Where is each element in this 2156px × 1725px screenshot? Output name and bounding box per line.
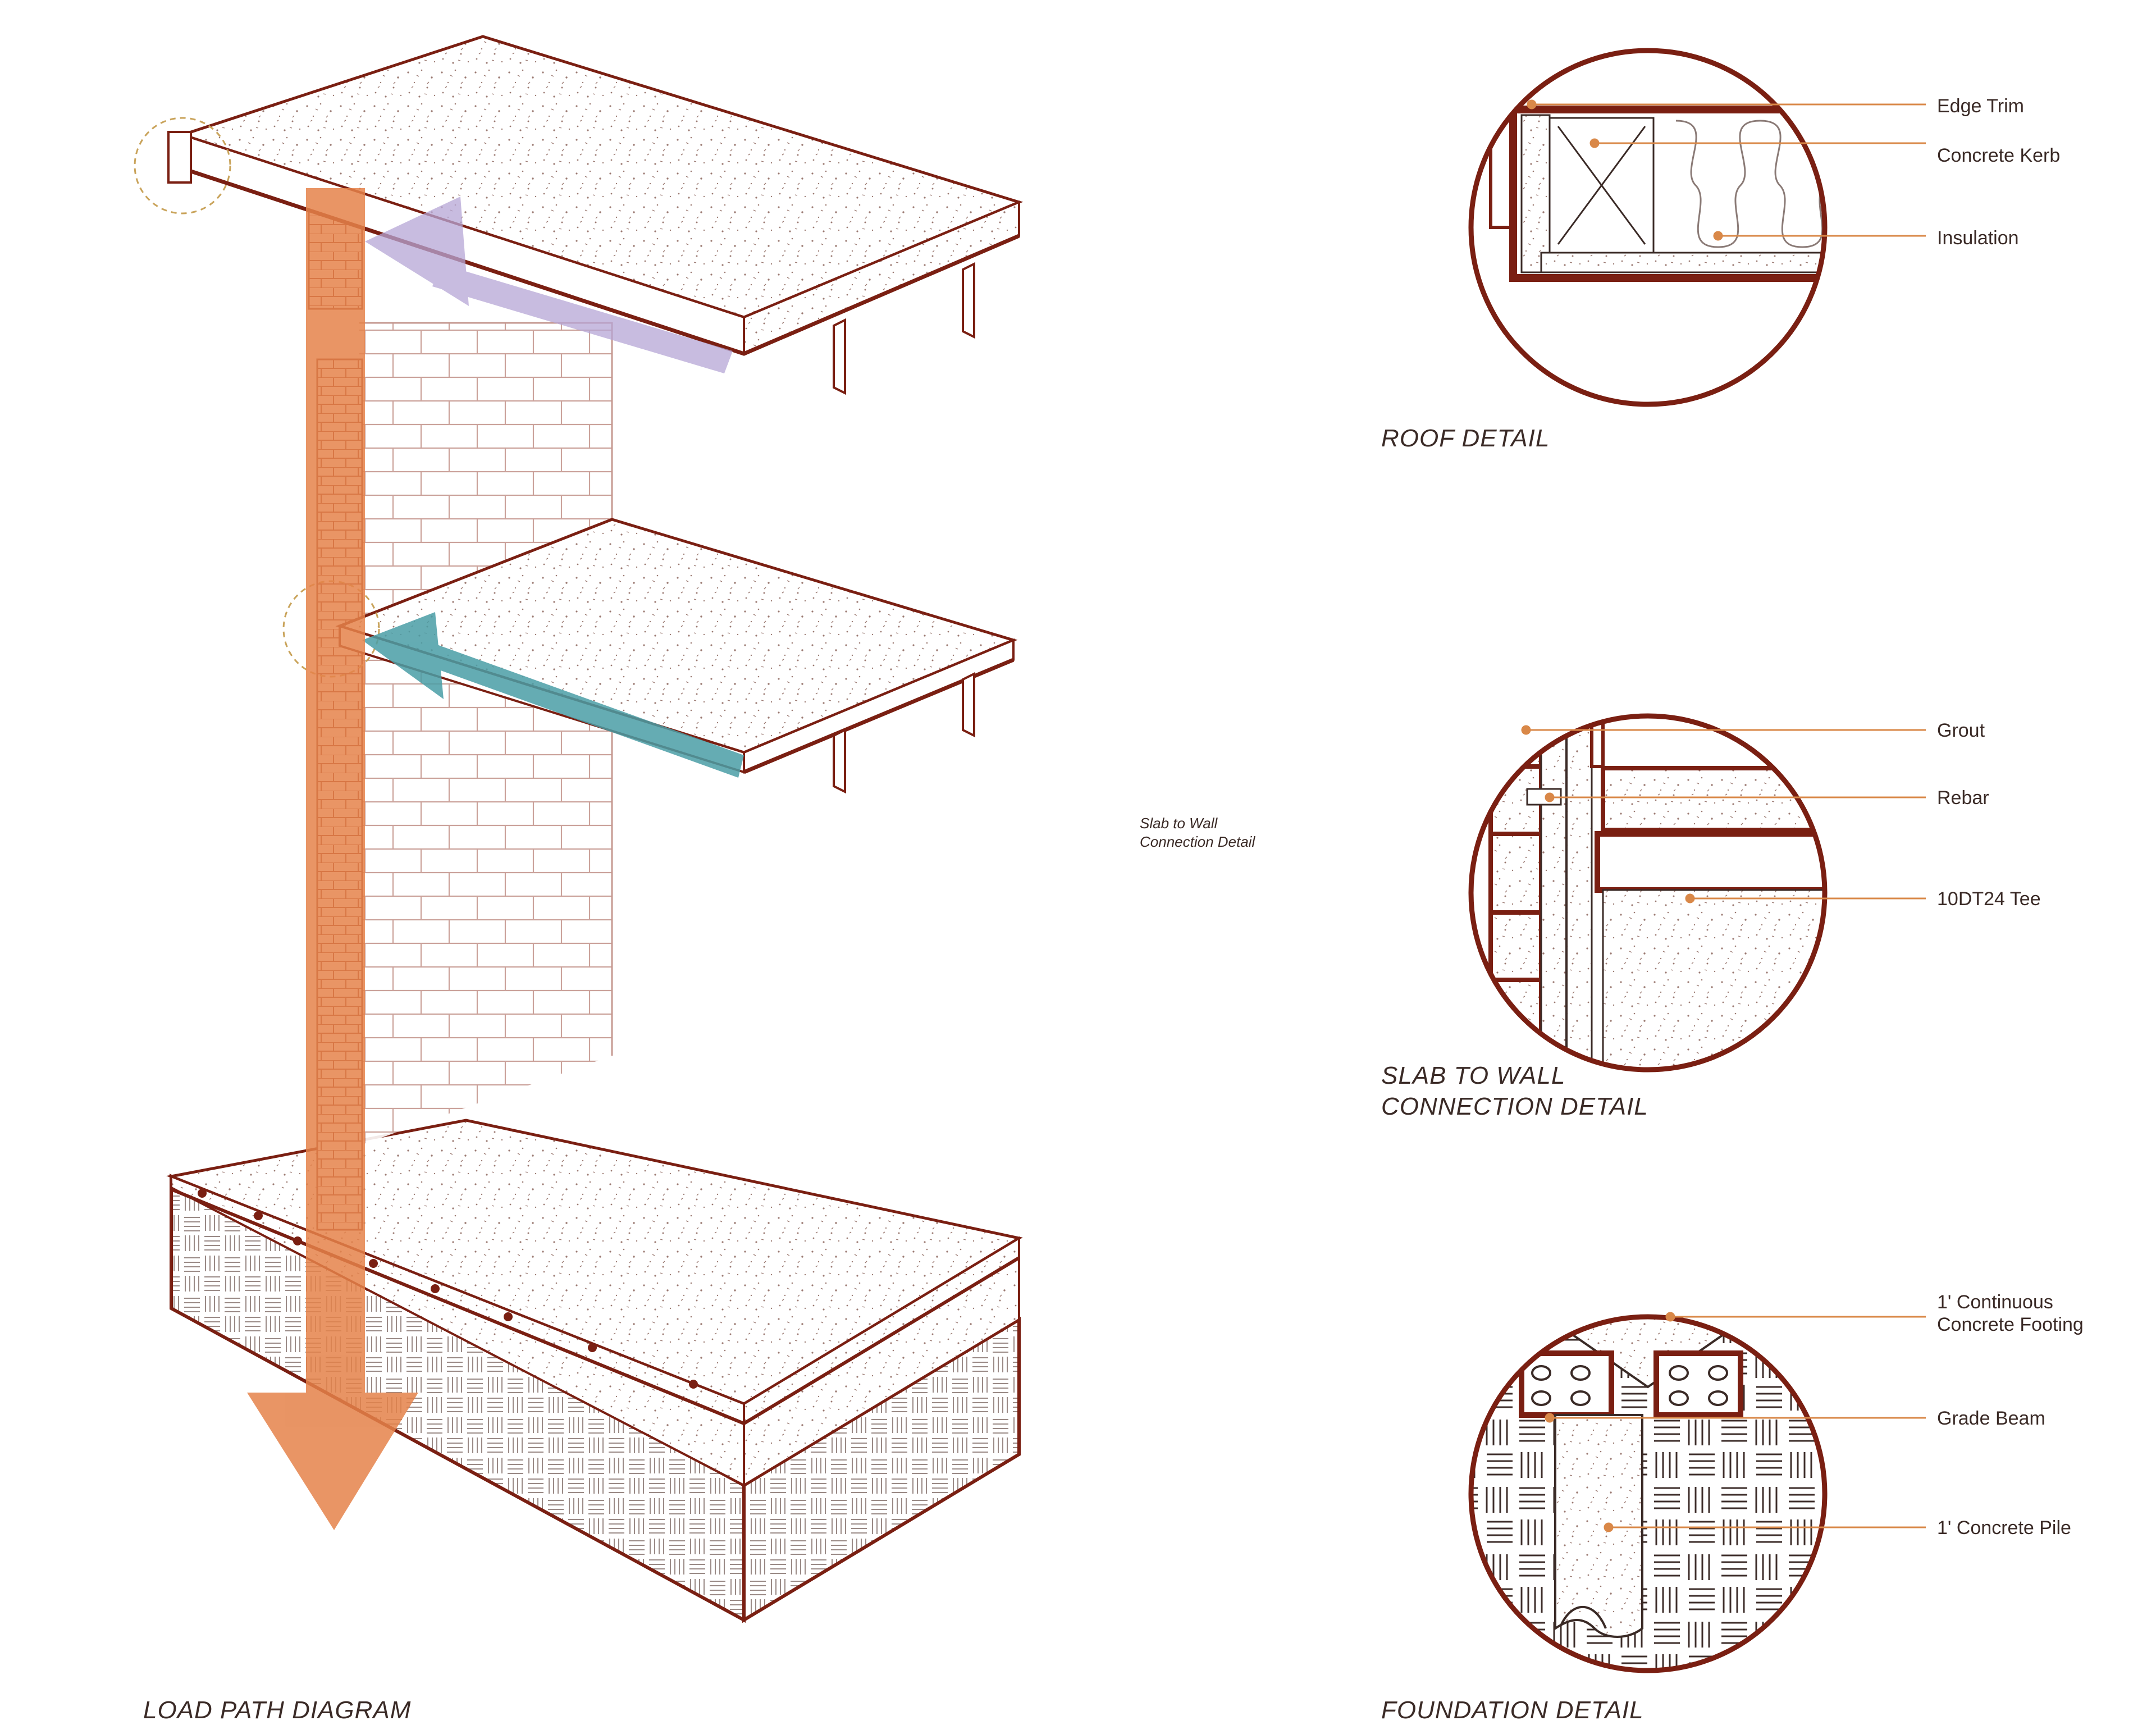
- insulation-batt: [1675, 120, 1825, 248]
- label-rebar: Rebar: [1937, 787, 1989, 809]
- cmu-wall: [1488, 716, 1543, 1061]
- slab-note: Slab to Wall Connection Detail: [1140, 815, 1255, 850]
- label-insulation: Insulation: [1937, 227, 2019, 249]
- roof-tee-stem-2: [962, 262, 975, 339]
- label-grout: Grout: [1937, 720, 1985, 741]
- grade-beam-left: [1519, 1350, 1614, 1418]
- label-grade-beam: Grade Beam: [1937, 1408, 2045, 1429]
- tee-stem-1: [833, 728, 846, 794]
- grade-beam-dots: [198, 1189, 698, 1389]
- slab-detail-title-line2: CONNECTION DETAIL: [1381, 1093, 1648, 1120]
- slab-detail-title-line1: SLAB TO WALL: [1381, 1062, 1565, 1089]
- load-path-title: LOAD PATH DIAGRAM: [143, 1696, 411, 1724]
- roof-slab-outline: [1509, 106, 1825, 282]
- brick-wall-back: [359, 323, 612, 1146]
- continuous-footing: [1506, 1317, 1789, 1389]
- double-tee-flange: [1595, 831, 1825, 893]
- label-double-tee: 10DT24 Tee: [1937, 888, 2041, 910]
- roof-detail-marker: [134, 117, 231, 215]
- roof-edge-trim: [167, 131, 192, 184]
- slab-to-wall-detail: Grout Rebar 10DT24 Tee SLAB TO WALL CONN…: [1381, 713, 2041, 1120]
- label-concrete-pile: 1' Concrete Pile: [1937, 1517, 2071, 1539]
- slab-note-line2: Connection Detail: [1140, 833, 1255, 850]
- grade-beam-right: [1653, 1350, 1743, 1418]
- load-path-diagram: LOAD PATH DIAGRAM: [134, 35, 1024, 1724]
- foundation-block: [166, 1119, 1023, 1623]
- concrete-pile: [1554, 1414, 1643, 1638]
- gravity-load-arrow: [247, 188, 418, 1530]
- label-continuous-footing-line2: Concrete Footing: [1937, 1314, 2084, 1335]
- roof-detail-title: ROOF DETAIL: [1381, 425, 1550, 452]
- topping-slab: [1601, 766, 1825, 832]
- label-concrete-kerb: Concrete Kerb: [1937, 145, 2060, 166]
- label-continuous-footing-line1: 1' Continuous: [1937, 1292, 2053, 1313]
- tee-stem-2: [962, 672, 975, 738]
- label-edge-trim: Edge Trim: [1937, 95, 2024, 117]
- roof-detail: Edge Trim Concrete Kerb Insulation ROOF …: [1381, 48, 2060, 452]
- roof-tee-stem-1: [833, 318, 846, 395]
- roof-lateral-load-arrow: [365, 197, 733, 373]
- slab-note-line1: Slab to Wall: [1140, 815, 1218, 832]
- foundation-detail-title: FOUNDATION DETAIL: [1381, 1696, 1644, 1724]
- foundation-detail: 1' Continuous Concrete Footing Grade Bea…: [1381, 1292, 2084, 1724]
- floor-lateral-load-arrow: [362, 612, 744, 778]
